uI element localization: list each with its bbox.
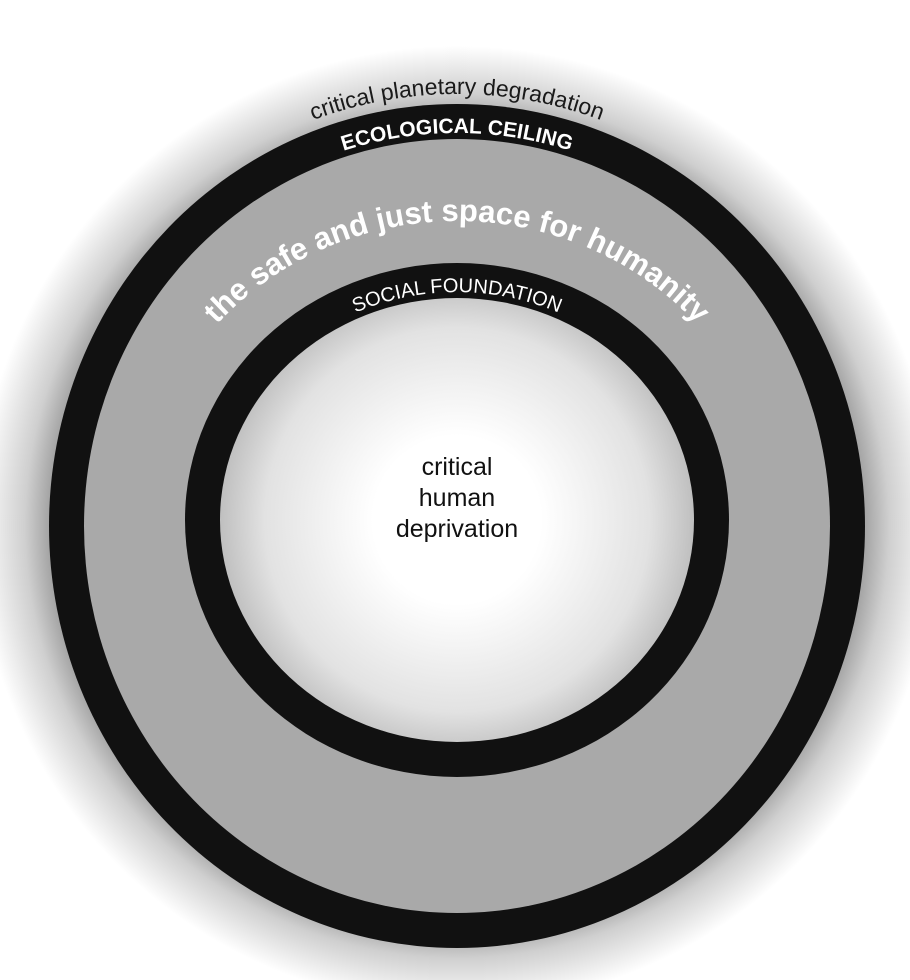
- deprivation-core: [220, 298, 694, 742]
- center-label: critical human deprivation: [357, 452, 557, 545]
- center-label-line: critical: [421, 453, 493, 481]
- center-label-line: human: [418, 484, 496, 512]
- center-label-line: deprivation: [395, 515, 519, 543]
